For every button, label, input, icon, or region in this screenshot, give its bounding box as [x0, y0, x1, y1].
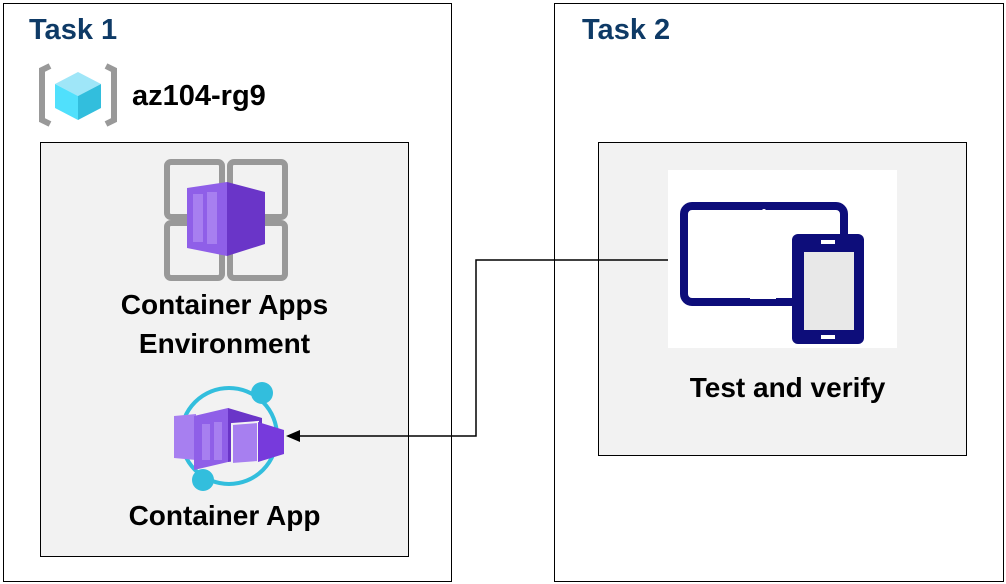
environment-label-line2: Environment [138, 328, 311, 359]
container-app-label: Container App [128, 500, 321, 531]
test-verify-label: Test and verify [689, 372, 886, 403]
task1-title: Task 1 [29, 14, 118, 46]
resource-group-icon [39, 63, 117, 127]
container-apps-environment-icon [164, 159, 288, 281]
container-app-icon [174, 382, 284, 491]
task2-title: Task 2 [582, 14, 671, 46]
devices-icon [680, 202, 864, 344]
environment-label-line1: Container Apps [120, 289, 329, 320]
resource-group-name: az104-rg9 [132, 80, 266, 112]
